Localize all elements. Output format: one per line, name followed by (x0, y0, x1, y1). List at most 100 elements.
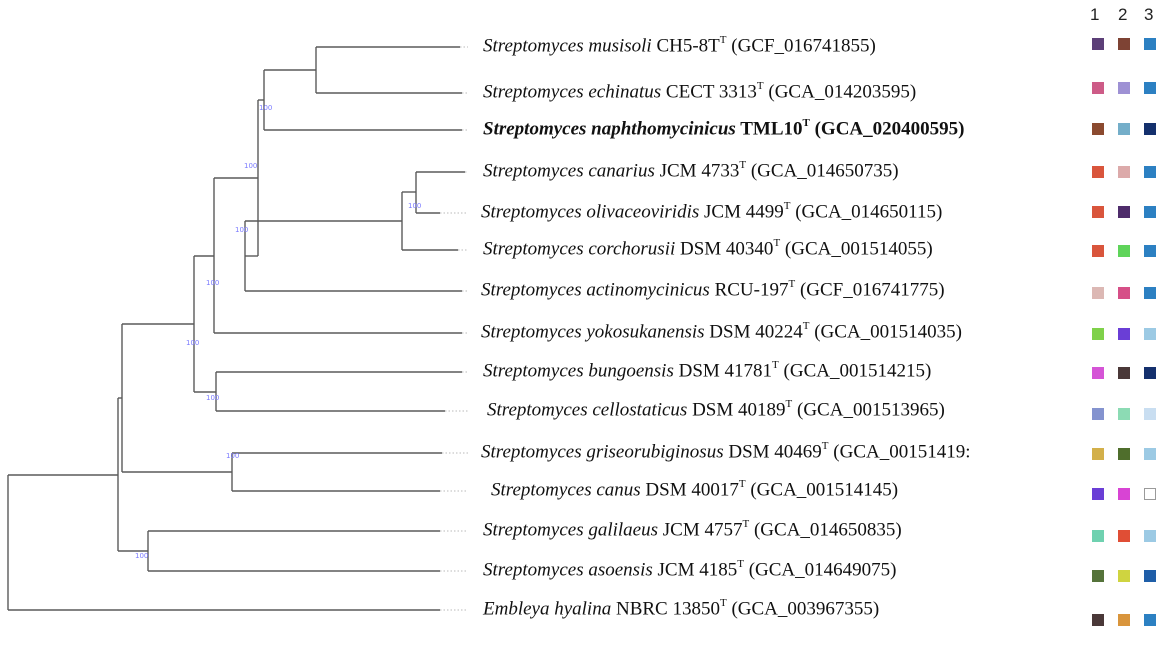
type-strain-superscript: T (785, 398, 793, 410)
color-swatch (1092, 166, 1104, 178)
accession-number: (GCA_014650835) (749, 519, 902, 541)
type-strain-superscript: T (802, 117, 810, 129)
color-column-header-1: 1 (1090, 5, 1100, 24)
leaf-label: Streptomyces canarius JCM 4733T (GCA_014… (483, 160, 899, 182)
color-column-header-2: 2 (1118, 5, 1128, 24)
leaf-label: Embleya hyalina NBRC 13850T (GCA_0039673… (483, 597, 880, 620)
leaf-label: Streptomyces griseorubiginosus DSM 40469… (481, 440, 971, 463)
accession-number: (GCA_001514055) (780, 238, 933, 260)
species-name: Streptomyces naphthomycinicus (483, 118, 736, 140)
color-swatch (1092, 82, 1104, 94)
bootstrap-marker: 100 (206, 279, 219, 287)
strain-name: DSM 40469 (723, 441, 822, 463)
accession-number: (GCA_014650115) (790, 201, 943, 223)
bootstrap-marker: 100 (259, 104, 272, 112)
type-strain-superscript: T (783, 200, 791, 212)
species-name: Streptomyces echinatus (483, 81, 662, 103)
accession-number: (GCA_00151419: (828, 441, 971, 463)
bootstrap-marker: 100 (244, 162, 257, 170)
accession-number: (GCA_001514215) (778, 360, 932, 382)
accession-number: (GCA_001514035) (809, 321, 962, 343)
species-name: Streptomyces canarius (483, 160, 655, 182)
leaf-label: Streptomyces corchorusii DSM 40340T (GCA… (483, 237, 933, 260)
bootstrap-marker: 100 (235, 226, 248, 234)
color-swatch (1092, 530, 1104, 542)
accession-number: (GCA_014203595) (763, 81, 917, 103)
strain-name: DSM 40189 (687, 399, 786, 421)
color-swatch (1144, 488, 1156, 500)
species-name: Embleya hyalina (483, 598, 612, 620)
leaf-label: Streptomyces asoensis JCM 4185T (GCA_014… (483, 558, 896, 581)
leaf-label: Streptomyces bungoensis DSM 41781T (GCA_… (483, 360, 932, 382)
color-swatch (1144, 82, 1156, 94)
color-swatch (1118, 328, 1130, 340)
leaf-label: Streptomyces naphthomycinicus TML10T (GC… (483, 117, 965, 140)
color-swatch (1092, 570, 1104, 582)
color-swatch (1118, 408, 1130, 420)
species-name: Streptomyces griseorubiginosus (481, 441, 724, 463)
color-swatch (1118, 287, 1130, 299)
species-name: Streptomyces bungoensis (483, 360, 674, 382)
strain-name: RCU-197 (709, 279, 789, 301)
color-swatch (1092, 614, 1104, 626)
accession-number: (GCA_003967355) (726, 598, 880, 620)
bootstrap-marker: 100 (186, 339, 199, 347)
strain-name: JCM 4185 (652, 559, 738, 581)
type-strain-superscript: T (756, 80, 764, 92)
strain-name: DSM 40340 (675, 238, 774, 260)
species-name: Streptomyces musisoli (483, 35, 652, 57)
color-swatch (1092, 328, 1104, 340)
type-strain-superscript: T (737, 558, 744, 570)
strain-name: DSM 41781 (673, 360, 773, 382)
accession-number: (GCA_001514145) (745, 479, 899, 501)
color-swatch (1092, 287, 1104, 299)
leaf-label: Streptomyces cellostaticus DSM 40189T (G… (487, 398, 945, 421)
strain-name: DSM 40017 (640, 479, 739, 501)
color-swatch (1092, 245, 1104, 257)
color-swatch (1144, 530, 1156, 542)
species-name: Streptomyces asoensis (483, 559, 653, 581)
strain-name: CECT 3313 (661, 81, 757, 103)
leaf-label: Streptomyces canus DSM 40017T (GCA_00151… (491, 479, 899, 501)
strain-name: NBRC 13850 (611, 598, 720, 620)
leaf-label: Streptomyces olivaceoviridis JCM 4499T (… (481, 200, 943, 223)
accession-number: (GCA_001513965) (792, 399, 945, 421)
species-name: Streptomyces actinomycinicus (481, 279, 710, 301)
color-swatch (1118, 82, 1130, 94)
color-swatch (1144, 570, 1156, 582)
leaf-label: Streptomyces echinatus CECT 3313T (GCA_0… (483, 80, 917, 103)
color-swatch (1144, 166, 1156, 178)
strain-name: JCM 4499 (699, 201, 784, 223)
accession-number: (GCF_016741855) (726, 35, 876, 57)
color-swatch (1118, 245, 1130, 257)
strain-name: TML10 (735, 118, 803, 140)
bootstrap-marker: 100 (408, 202, 421, 210)
color-swatch (1144, 614, 1156, 626)
color-swatch (1118, 367, 1130, 379)
color-swatch (1118, 530, 1130, 542)
bootstrap-marker: 100 (226, 452, 239, 460)
leaf-label: Streptomyces musisoli CH5-8TT (GCF_01674… (483, 35, 876, 57)
color-swatch (1092, 206, 1104, 218)
color-swatch (1144, 38, 1156, 50)
color-swatch (1118, 488, 1130, 500)
species-name: Streptomyces olivaceoviridis (481, 201, 700, 223)
color-swatch (1092, 367, 1104, 379)
strain-name: JCM 4733 (654, 160, 740, 182)
species-name: Streptomyces cellostaticus (487, 399, 688, 421)
color-swatch (1118, 614, 1130, 626)
color-swatch (1144, 245, 1156, 257)
species-name: Streptomyces corchorusii (483, 238, 676, 260)
color-swatch (1144, 287, 1156, 299)
color-swatch (1144, 123, 1156, 135)
type-strain-superscript: T (773, 237, 781, 249)
type-strain-superscript: T (821, 440, 829, 452)
species-name: Streptomyces galilaeus (483, 519, 659, 541)
type-strain-superscript: T (719, 597, 727, 609)
species-name: Streptomyces canus (491, 479, 641, 501)
color-column-header-3: 3 (1144, 5, 1154, 24)
color-swatch (1144, 448, 1156, 460)
strain-name: JCM 4757 (658, 519, 743, 541)
